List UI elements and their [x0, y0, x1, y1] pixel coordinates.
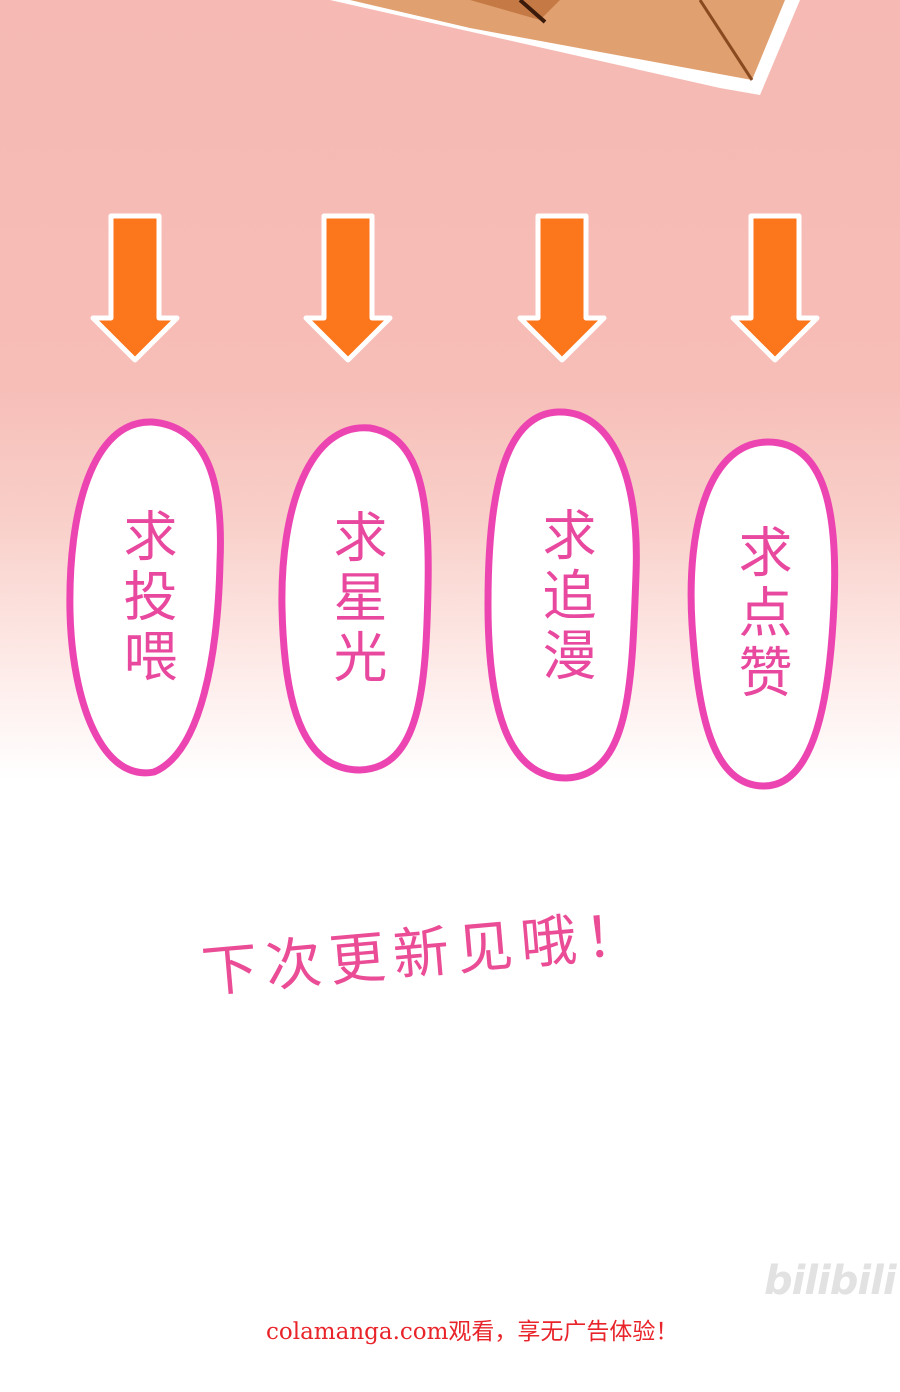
footer-note: colamanga.com观看，享无广告体验！: [266, 1319, 679, 1345]
down-arrow-icon: [303, 213, 393, 363]
bubble-label: 求星光: [324, 509, 387, 689]
logo-text: bilibili: [764, 1258, 897, 1304]
bubble-label: 求追漫: [533, 507, 596, 687]
farewell-message: 下次更新见哦！: [199, 901, 652, 1006]
speech-bubble-feed: 求投喂: [62, 412, 228, 784]
down-arrow-icon: [517, 213, 607, 363]
bubble-label: 求投喂: [114, 508, 177, 688]
speech-bubble-starlight: 求星光: [270, 418, 440, 780]
photo-frame-corner: [330, 0, 800, 95]
speech-bubble-follow: 求追漫: [480, 404, 648, 790]
down-arrow-icon: [90, 213, 180, 363]
bubble-label: 求点赞: [729, 524, 792, 704]
speech-bubble-like: 求点赞: [676, 434, 844, 794]
down-arrow-icon: [730, 213, 820, 363]
bilibili-logo: bilibili 漫画: [764, 1258, 900, 1304]
